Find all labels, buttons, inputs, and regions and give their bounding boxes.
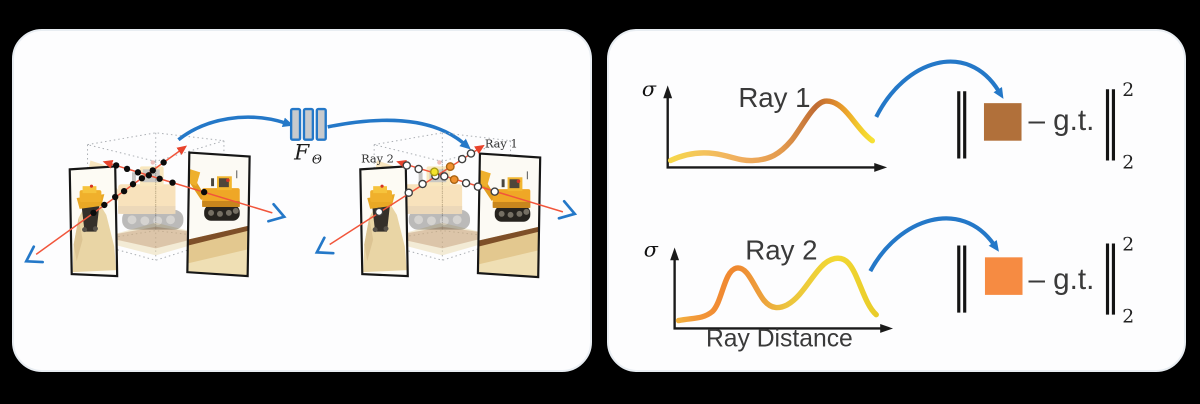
density-figure: σ Ray 1 σ Ray 2 Ray Distance – g.t. 2 2 … [642,59,1134,352]
norm-bars-right [1105,89,1116,161]
x-axis-arrow-icon [880,324,894,333]
scene-ray2-label: Ray 2 [361,151,394,165]
predicted-color-swatch [984,257,1023,295]
sample-orange [449,175,459,184]
image-plane-left [360,166,407,276]
density-plot-ray1: σ Ray 1 [642,77,888,172]
image-plane-right [184,153,249,277]
image-plane-right [475,154,540,278]
scene-input [20,132,289,277]
axes [673,259,883,330]
pipeline-panel: F Θ Ray 1 Ray 2 [12,29,592,372]
x-axis-label: Ray Distance [706,325,853,352]
minus-gt-label: – g.t. [1028,104,1094,137]
ray-sample-points [90,159,208,217]
render-arrow-ray1 [874,59,1004,118]
scene-queried: Ray 1 Ray 2 [311,132,579,278]
loss-term-ray1: – g.t. 2 2 [957,80,1134,173]
camera-direction-icon [20,245,45,271]
ray-sample-points [374,149,499,217]
density-curve [675,255,879,324]
network-subscript: Θ [312,152,322,166]
image-plane-left [70,166,117,276]
camera-ray-2 [396,160,564,213]
norm-bars-left [957,91,967,159]
network-label: F [293,140,310,165]
norm-bars-left [957,245,967,313]
render-arrow-ray2 [868,216,999,273]
pipeline-figure: F Θ Ray 1 Ray 2 [20,107,579,370]
x-axis-arrow-icon [874,162,888,172]
mlp-network-icon [289,107,327,141]
y-axis-arrow-icon [670,247,680,261]
sample-yellow [429,167,439,177]
plot-title: Ray 2 [745,234,817,265]
camera-direction-icon [267,202,289,227]
y-axis-label: σ [642,77,657,101]
plot-title: Ray 1 [738,82,810,113]
norm-subscript: 2 [1122,307,1134,328]
camera-direction-icon [311,236,335,262]
minus-gt-label: – g.t. [1028,263,1094,296]
density-panel: σ Ray 1 σ Ray 2 Ray Distance – g.t. 2 2 … [607,29,1186,372]
loss-term-ray2: – g.t. 2 2 [957,234,1134,328]
sample-orange [445,162,455,172]
y-axis-label: σ [644,237,659,261]
density-plot-ray2: σ Ray 2 Ray Distance [644,234,894,352]
norm-superscript: 2 [1122,234,1134,255]
density-curve [667,98,876,164]
norm-subscript: 2 [1122,152,1134,173]
axes [666,97,877,169]
scene-ray1-label: Ray 1 [485,137,518,151]
flow-arrow-to-network [177,115,294,142]
predicted-color-swatch [983,103,1022,141]
y-axis-arrow-icon [663,85,673,99]
flow-arrow-from-network [327,118,471,150]
camera-ray-1 [35,145,188,255]
norm-superscript: 2 [1122,80,1134,101]
norm-bars-right [1105,243,1116,315]
